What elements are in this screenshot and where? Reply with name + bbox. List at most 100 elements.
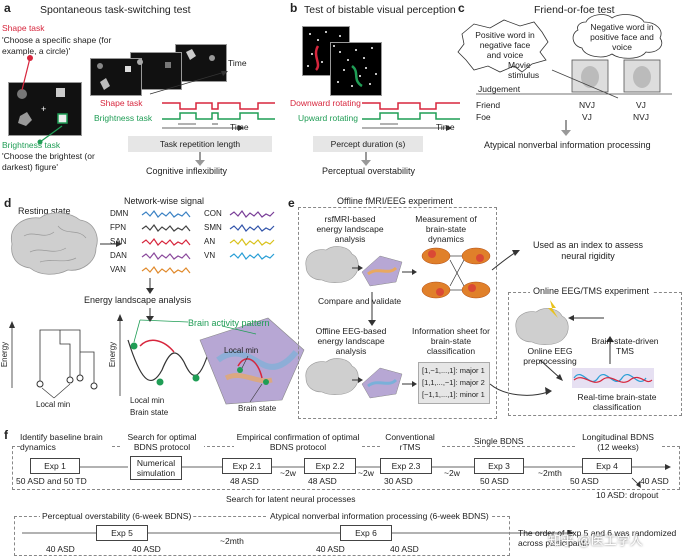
stage-longitudinal-bdns: Longitudinal BDNS (12 weeks)	[576, 432, 660, 452]
brightness-task-desc: 'Choose the brightest (or darkest) figur…	[2, 151, 95, 172]
network-an: AN	[204, 237, 216, 246]
panel-f-label: f	[4, 428, 8, 442]
panel-e-label: e	[288, 196, 295, 210]
foe-right: NVJ	[633, 112, 650, 122]
panel-b-label: b	[290, 1, 298, 15]
shape-task-label: Shape task	[2, 23, 45, 33]
sheet-line-3: [−1,1,...,1]: minor 1	[422, 390, 485, 399]
network-dmn: DMN	[110, 209, 129, 218]
energy-landscape-analysis: Energy landscape analysis	[84, 295, 192, 305]
time-label-a: Time	[228, 58, 247, 68]
downward-rotating: Downward rotating	[290, 98, 361, 108]
n-exp6a: 40 ASD	[316, 544, 345, 554]
info-sheet	[418, 362, 490, 404]
exp23-box: Exp 2.3	[380, 458, 432, 474]
offline-eeg-analysis: Offline EEG-based energy landscape analy…	[315, 326, 387, 356]
n-exp1: 50 ASD and 50 TD	[16, 476, 87, 486]
local-min-2: Local min	[130, 396, 165, 405]
panel-d-label: d	[4, 196, 12, 210]
n-exp4b: 40 ASD	[640, 476, 669, 486]
upward-rotating: Upward rotating	[298, 113, 359, 123]
sheet-line-2: [1,1,...,−1]: major 2	[422, 378, 485, 387]
order-note: The order of Exp 5 and 6 was randomized …	[518, 528, 677, 548]
n-exp22: 48 ASD	[308, 476, 337, 486]
rsfmri-analysis: rsfMRI-based energy landscape analysis	[316, 214, 384, 244]
brain-activity-pattern: Brain activity pattern	[188, 318, 270, 328]
realtime-classification: Real-time brain-state classification	[577, 392, 657, 412]
network-san: SAN	[110, 237, 127, 246]
network-signal-title: Network-wise signal	[124, 196, 205, 206]
gap-2: ~2w	[358, 468, 374, 478]
offline-title: Offline fMRI/EEG experiment	[334, 196, 456, 206]
bubble-negative-word: Negative word in positive face and voice	[590, 22, 654, 52]
atypical-6week: Atypical nonverbal information processin…	[268, 511, 491, 521]
network-con: CON	[204, 209, 222, 218]
judgement-header: Judgement	[478, 84, 521, 94]
bubble-positive-word: Positive word in negative face and voice	[475, 30, 535, 60]
brain-state-driven-tms: Brain-state-driven TMS	[591, 336, 659, 356]
exp3-box: Exp 3	[474, 458, 524, 474]
friend-left: NVJ	[579, 100, 596, 110]
exp5-box: Exp 5	[96, 525, 148, 541]
panel-a-title: Spontaneous task-switching test	[40, 4, 191, 16]
time-label-a2: Time	[230, 122, 249, 132]
exp4-box: Exp 4	[582, 458, 632, 474]
stage-search-bdns: Search for optimal BDNS protocol	[120, 432, 204, 452]
exp22-box: Exp 2.2	[304, 458, 356, 474]
shape-task-desc: 'Choose a specific shape (for example, a…	[2, 35, 112, 56]
panel-c-label: c	[458, 1, 465, 15]
n-exp21: 48 ASD	[230, 476, 259, 486]
stage-conventional-rtms: Conventional rTMS	[380, 432, 440, 452]
offline-experiment-box	[298, 207, 497, 419]
perceptual-overstability: Perceptual overstability	[322, 166, 416, 176]
stage-single-bdns: Single BDNS	[474, 436, 524, 446]
movie-stimulus: Movie stimulus	[508, 60, 540, 80]
n-exp23: 30 ASD	[384, 476, 413, 486]
used-as-index: Used as an index to assess neural rigidi…	[532, 240, 644, 261]
local-min-1: Local min	[36, 400, 71, 409]
n-exp5b: 40 ASD	[132, 544, 161, 554]
time-label-b: Time	[436, 122, 455, 132]
compare-validate: Compare and validate	[318, 296, 402, 306]
stage-identify-baseline: Identify baseline brain dynamics	[20, 432, 110, 452]
brightness-task-label: Brightness task	[2, 140, 61, 150]
stage-empirical-confirmation: Empirical confirmation of optimal BDNS p…	[234, 432, 362, 452]
watermark: 知乎 @医工学人	[548, 533, 643, 548]
task-repetition-box: Task repetition length	[128, 136, 272, 152]
brain-state-2: Brain state	[238, 404, 277, 413]
n-exp4a: 50 ASD	[570, 476, 599, 486]
trace-shape-label: Shape task	[100, 98, 143, 108]
network-vn: VN	[204, 251, 216, 260]
trace-brightness-label: Brightness task	[94, 113, 153, 123]
online-title: Online EEG/TMS experiment	[530, 286, 653, 296]
brain-state-dynamics: Measurement of brain-state dynamics	[415, 214, 477, 244]
n-exp6b: 40 ASD	[390, 544, 419, 554]
friend-right: VJ	[636, 100, 646, 110]
network-van: VAN	[110, 265, 126, 274]
foe-row: Foe	[476, 112, 491, 122]
stimulus-screen-3	[175, 44, 227, 82]
info-sheet-title: Information sheet for brain-state classi…	[412, 326, 490, 356]
gap-3: ~2w	[444, 468, 460, 478]
resting-state: Resting state	[18, 206, 71, 216]
exp21-box: Exp 2.1	[222, 458, 272, 474]
row2-box	[14, 516, 510, 556]
svg-text:+: +	[41, 104, 46, 114]
dropout: 10 ASD: dropout	[596, 490, 659, 500]
brain-state-1: Brain state	[130, 408, 169, 417]
panel-a-label: a	[4, 1, 11, 15]
network-dan: DAN	[110, 251, 127, 260]
percept-duration-box: Percept duration (s)	[313, 136, 423, 152]
latent-processes: Search for latent neural processes	[226, 494, 356, 504]
local-min-3: Local min	[224, 346, 259, 355]
network-fpn: FPN	[110, 223, 126, 232]
n-exp5a: 40 ASD	[46, 544, 75, 554]
panel-c-title: Friend-or-foe test	[534, 4, 615, 16]
exp1-box: Exp 1	[30, 458, 80, 474]
numerical-simulation-box: Numerical simulation	[130, 456, 182, 480]
gap-1: ~2w	[280, 468, 296, 478]
